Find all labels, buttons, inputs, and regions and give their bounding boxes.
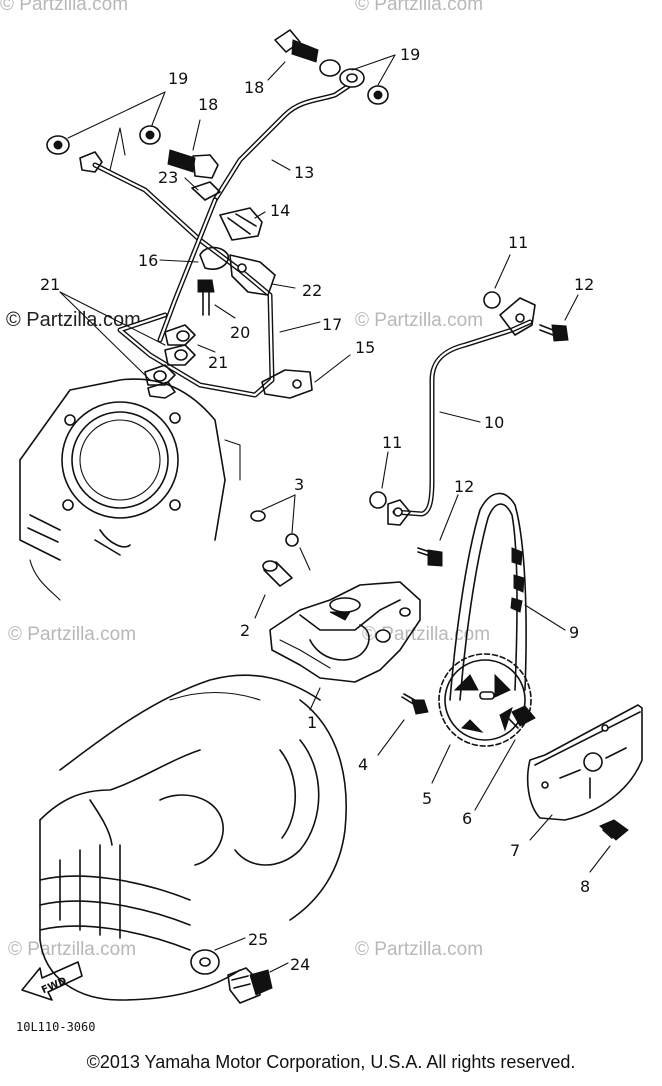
- bolt-6: [474, 705, 536, 811]
- callout-11-upper: 11: [508, 233, 528, 252]
- callout-23: 23: [158, 168, 178, 187]
- callout-20: 20: [230, 323, 250, 342]
- watermark-right-3: © Partzilla.com: [355, 939, 483, 960]
- callout-19-left: 19: [168, 69, 188, 88]
- callout-17: 17: [322, 315, 342, 334]
- callout-19-right: 19: [400, 45, 420, 64]
- callout-1: 1: [307, 713, 317, 732]
- part-code: 10L110-3060: [16, 1020, 95, 1034]
- drive-sprocket: [431, 653, 532, 784]
- callout-22: 22: [302, 281, 322, 300]
- dowel-and-orings: [250, 494, 311, 619]
- watermark-top-right: © Partzilla.com: [355, 0, 483, 15]
- callout-16: 16: [138, 251, 158, 270]
- callout-8: 8: [580, 877, 590, 896]
- watermark-mid-right: © Partzilla.com: [355, 310, 483, 331]
- small-fittings: [59, 177, 296, 399]
- orings-11: [369, 254, 511, 509]
- bolt-8: [589, 819, 629, 873]
- callout-14: 14: [270, 201, 290, 220]
- fwd-arrow: FWD: [21, 961, 83, 1001]
- callout-13: 13: [294, 163, 314, 182]
- union-bolt-18-top: [267, 29, 396, 105]
- callout-21-right: 21: [208, 353, 228, 372]
- callout-10: 10: [484, 413, 504, 432]
- delivery-pipe-10: [387, 297, 536, 526]
- callout-12-upper: 12: [574, 275, 594, 294]
- callout-2: 2: [240, 621, 250, 640]
- callout-5: 5: [422, 789, 432, 808]
- callout-18-left: 18: [198, 95, 218, 114]
- callout-7: 7: [510, 841, 520, 860]
- fwd-label: FWD: [40, 976, 68, 997]
- cylinder-outline: [19, 378, 241, 601]
- callout-12-lower: 12: [454, 477, 474, 496]
- copyright-notice: ©2013 Yamaha Motor Corporation, U.S.A. A…: [86, 1052, 576, 1072]
- callout-labels: 1 2 3 4 5 6 7 8 9 10 11 11 12 12 13 14 1…: [40, 45, 594, 974]
- bolts-12: [417, 294, 579, 567]
- watermark-left-3: © Partzilla.com: [8, 939, 136, 960]
- callout-18-top: 18: [244, 78, 264, 97]
- drive-chain: [449, 492, 566, 701]
- callout-9: 9: [569, 623, 579, 642]
- callout-21-left: 21: [40, 275, 60, 294]
- union-bolt-18-left: [46, 91, 219, 179]
- watermarks: © Partzilla.com © Partzilla.com © Partzi…: [0, 0, 490, 960]
- watermark-left-dark: © Partzilla.com: [6, 309, 141, 331]
- drain-parts: [190, 937, 289, 1004]
- callout-11-lower: 11: [382, 433, 402, 452]
- watermark-left-2: © Partzilla.com: [8, 624, 136, 645]
- cover-plate: [526, 704, 643, 841]
- oil-pipes-13-17: [92, 82, 353, 399]
- crankcase-outline: [39, 674, 347, 1001]
- oil-pump: [269, 581, 421, 711]
- callout-15: 15: [355, 338, 375, 357]
- callout-3: 3: [294, 475, 304, 494]
- callout-24: 24: [290, 955, 310, 974]
- callout-6: 6: [462, 809, 472, 828]
- watermark-top-left: © Partzilla.com: [0, 0, 128, 15]
- callout-4: 4: [358, 755, 368, 774]
- bolt-4: [377, 693, 429, 756]
- callout-25: 25: [248, 930, 268, 949]
